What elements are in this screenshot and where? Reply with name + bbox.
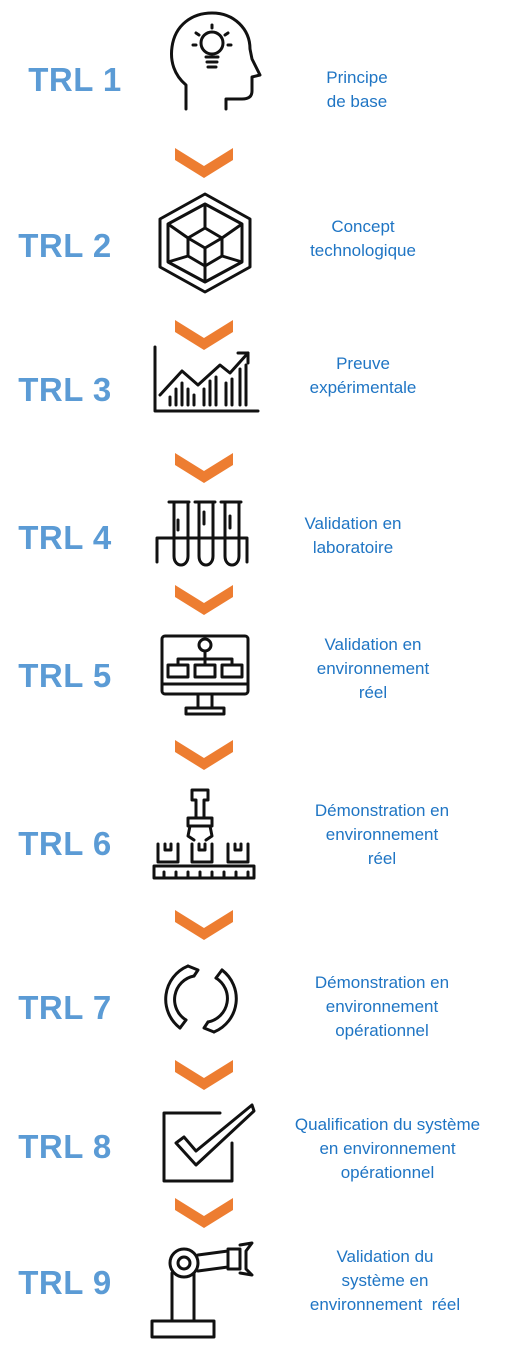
trl-description: Preuve expérimentale	[268, 352, 458, 400]
trl-label: TRL 9	[18, 1264, 112, 1301]
desc-line: expérimentale	[309, 378, 417, 397]
desc-line: Démonstration en	[314, 973, 450, 992]
trl-label: TRL 6	[18, 825, 112, 862]
desc-line: Principe	[326, 68, 388, 87]
desc-line: réel	[358, 683, 388, 702]
trl-label: TRL 5	[18, 657, 112, 694]
cube-icon	[158, 192, 253, 294]
trl-label: TRL 4	[18, 519, 112, 556]
desc-line: opérationnel	[340, 1163, 435, 1182]
desc-line: laboratoire	[312, 538, 394, 557]
trl-stage-9: TRL 9 Validation du système en environne…	[0, 1225, 509, 1345]
test-tubes-icon	[155, 500, 255, 570]
desc-line: Validation du	[336, 1247, 434, 1266]
trl-description: Démonstration en environnement opération…	[282, 971, 482, 1043]
desc-line: technologique	[310, 241, 416, 260]
trl-stage-8: TRL 8 Qualification du système en enviro…	[0, 1095, 509, 1215]
desc-line: en environnement	[319, 1139, 456, 1158]
trl-label: TRL 8	[18, 1128, 112, 1165]
desc-line: Validation en	[304, 514, 402, 533]
trl-stage-3: TRL 3 Preuve expérimentale	[0, 340, 509, 460]
trl-description: Validation du système en environnement r…	[280, 1245, 490, 1317]
cycle-arrows-icon	[160, 958, 242, 1040]
checkbox-icon	[160, 1103, 256, 1185]
desc-line: environnement	[316, 659, 430, 678]
chevron-down-icon	[175, 148, 233, 178]
trl-stage-2: TRL 2 Concept technologique	[0, 180, 509, 300]
desc-line: environnement	[325, 825, 439, 844]
desc-line: Preuve	[336, 354, 390, 373]
chevron-down-icon	[175, 585, 233, 615]
trl-description: Concept technologique	[268, 215, 458, 263]
chevron-down-icon	[175, 1198, 233, 1228]
factory-line-icon	[152, 788, 256, 882]
desc-line: Validation en	[324, 635, 422, 654]
trl-description: Validation en laboratoire	[258, 512, 448, 560]
desc-line: Démonstration en	[314, 801, 450, 820]
trl-label: TRL 7	[18, 989, 112, 1026]
trl-stage-4: TRL 4 Validation en laboratoire	[0, 490, 509, 610]
robot-arm-icon	[150, 1241, 256, 1345]
chevron-down-icon	[175, 740, 233, 770]
head-bulb-icon	[160, 5, 262, 111]
desc-line: environnement	[325, 997, 439, 1016]
growth-chart-icon	[152, 345, 260, 415]
trl-description: Qualification du système en environnemen…	[266, 1113, 509, 1185]
trl-description: Validation en environnement réel	[278, 633, 468, 705]
desc-line: de base	[326, 92, 388, 111]
desc-line: réel	[367, 849, 397, 868]
chevron-down-icon	[175, 1060, 233, 1090]
desc-line: Qualification du système	[294, 1115, 481, 1134]
trl-description: Principe de base	[262, 66, 452, 114]
trl-stage-6: TRL 6 Démonstration en environnement rée…	[0, 780, 509, 900]
desc-line: Concept	[331, 217, 395, 236]
trl-label: TRL 3	[18, 371, 112, 408]
chevron-down-icon	[175, 910, 233, 940]
chevron-down-icon	[175, 453, 233, 483]
trl-stage-7: TRL 7 Démonstration en environnement opé…	[0, 950, 509, 1070]
trl-label: TRL 2	[18, 227, 112, 264]
chevron-down-icon	[175, 320, 233, 350]
trl-description: Démonstration en environnement réel	[282, 799, 482, 871]
trl-label: TRL 1	[28, 61, 122, 98]
desc-line: environnement réel	[309, 1295, 461, 1314]
desc-line: opérationnel	[335, 1021, 429, 1040]
trl-stage-1: TRL 1 Principe de base	[0, 0, 509, 120]
monitor-hierarchy-icon	[160, 632, 250, 717]
trl-stage-5: TRL 5 Validation en environnement réel	[0, 620, 509, 740]
desc-line: système en	[341, 1271, 429, 1290]
